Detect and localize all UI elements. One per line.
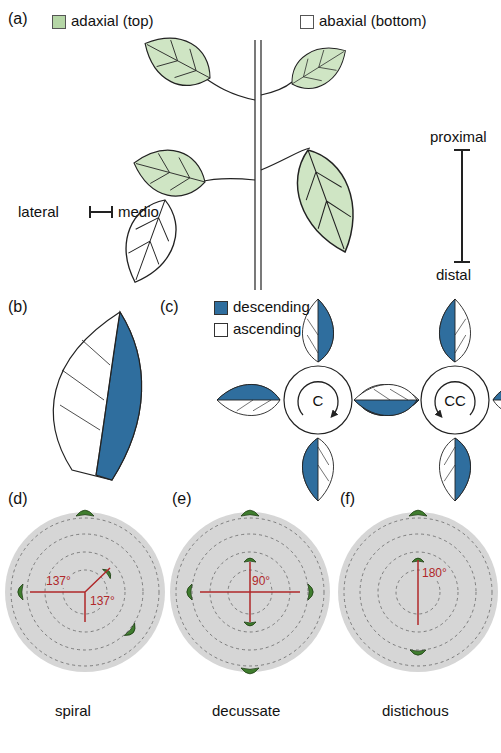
circle-label: C — [283, 365, 353, 435]
panel-letter: (a) — [8, 10, 28, 28]
pattern-name: decussate — [212, 702, 280, 720]
axis-label: lateral — [18, 203, 59, 221]
panel-letter: (e) — [172, 490, 192, 508]
pattern-name: spiral — [55, 702, 91, 720]
legend-text: adaxial (top) — [71, 12, 154, 30]
angle-label: 137° — [46, 574, 71, 588]
panel-letter: (d) — [8, 490, 28, 508]
legend-swatch — [214, 301, 228, 315]
panel-letter: (f) — [340, 490, 355, 508]
pattern-name: distichous — [382, 702, 449, 720]
legend-swatch — [300, 15, 314, 29]
axis-label: proximal — [430, 128, 487, 146]
circle-label: CC — [420, 365, 490, 435]
legend-text: ascending — [233, 320, 301, 338]
legend-swatch — [214, 323, 228, 337]
axis-label: distal — [436, 266, 471, 284]
panel-letter: (b) — [8, 298, 28, 316]
angle-label: 180° — [422, 566, 447, 580]
rotation-circle: C — [283, 365, 353, 435]
angle-label: 90° — [252, 574, 270, 588]
legend-text: abaxial (bottom) — [319, 12, 427, 30]
panel-letter: (c) — [160, 298, 179, 316]
rotation-circle: CC — [420, 365, 490, 435]
legend-swatch — [52, 15, 66, 29]
axis-label: medio — [118, 203, 159, 221]
legend-text: descending — [233, 298, 310, 316]
angle-label: 137° — [90, 594, 115, 608]
